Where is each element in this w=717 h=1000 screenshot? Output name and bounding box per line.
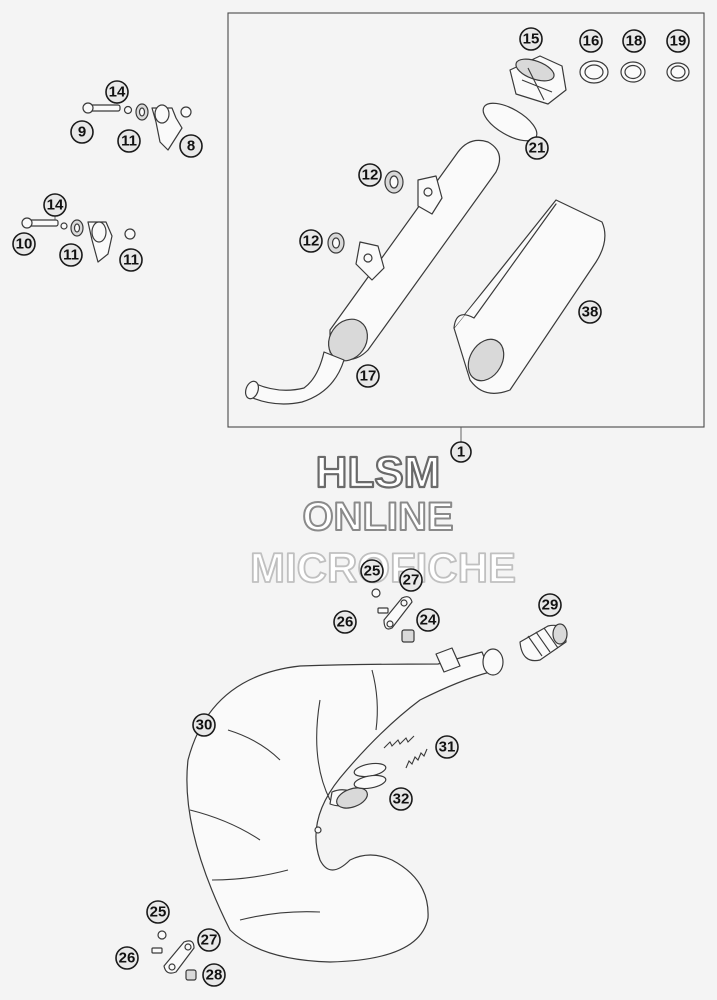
svg-text:25: 25	[150, 904, 167, 921]
bracket-group-lower	[21, 214, 136, 263]
silencer-assembly-frame	[227, 12, 705, 428]
svg-text:38: 38	[582, 304, 599, 321]
callout-31: 31	[435, 735, 459, 759]
svg-text:1: 1	[457, 444, 465, 461]
flange-holder-upper	[371, 588, 415, 643]
svg-text:11: 11	[121, 133, 137, 150]
svg-text:26: 26	[337, 614, 354, 631]
callout-26-upper: 26	[333, 610, 357, 634]
callout-1: 1	[450, 441, 472, 463]
svg-text:16: 16	[583, 33, 600, 50]
svg-text:9: 9	[78, 124, 86, 141]
callout-12-lower: 12	[299, 229, 323, 253]
callout-17: 17	[356, 364, 380, 388]
svg-text:11: 11	[63, 247, 79, 264]
silencer-end-cap	[509, 55, 567, 105]
callout-11-lower-right: 11	[119, 248, 143, 272]
svg-text:28: 28	[206, 967, 223, 984]
seal-rings	[579, 60, 690, 84]
svg-text:19: 19	[670, 33, 687, 50]
exhaust-pipe	[186, 647, 504, 963]
callout-21: 21	[525, 136, 549, 160]
callout-18: 18	[622, 29, 646, 53]
callout-8: 8	[179, 134, 203, 158]
svg-text:12: 12	[303, 233, 320, 250]
svg-text:14: 14	[109, 84, 126, 101]
silencer-body	[244, 139, 501, 405]
svg-text:31: 31	[439, 739, 456, 756]
callout-28: 28	[202, 963, 226, 987]
callout-30: 30	[192, 713, 216, 737]
svg-text:18: 18	[626, 33, 643, 50]
callout-14-upper: 14	[105, 80, 129, 104]
callout-25-upper: 25	[360, 559, 384, 583]
flange-holder-lower	[151, 930, 197, 981]
svg-text:14: 14	[47, 197, 64, 214]
callout-24: 24	[416, 608, 440, 632]
svg-text:11: 11	[123, 252, 139, 269]
rubber-sleeve	[519, 623, 568, 662]
callout-29: 29	[538, 593, 562, 617]
svg-text:27: 27	[403, 572, 420, 589]
callout-9: 9	[70, 120, 94, 144]
svg-text:12: 12	[362, 167, 379, 184]
pipe-o-rings	[353, 762, 387, 790]
svg-text:24: 24	[420, 612, 437, 629]
callout-15: 15	[519, 27, 543, 51]
callout-14-lower: 14	[43, 193, 67, 217]
svg-text:8: 8	[187, 138, 195, 155]
callout-16: 16	[579, 29, 603, 53]
callout-27-lower: 27	[197, 928, 221, 952]
svg-text:10: 10	[16, 236, 33, 253]
svg-text:30: 30	[196, 717, 213, 734]
callout-27-upper: 27	[399, 568, 423, 592]
bracket-group-upper	[82, 98, 192, 151]
svg-text:32: 32	[393, 791, 410, 808]
callout-38: 38	[578, 300, 602, 324]
callout-32: 32	[389, 787, 413, 811]
callout-19: 19	[666, 29, 690, 53]
svg-text:27: 27	[201, 932, 218, 949]
watermark-line-3: MICROFICHE	[250, 544, 516, 591]
callout-25-lower: 25	[146, 900, 170, 924]
svg-text:25: 25	[364, 563, 381, 580]
svg-text:26: 26	[119, 950, 136, 967]
svg-text:21: 21	[529, 140, 546, 157]
svg-text:15: 15	[523, 31, 540, 48]
exhaust-springs	[383, 735, 428, 769]
watermark: HLSM ONLINE MICROFICHE	[249, 447, 517, 592]
watermark-line-2: ONLINE	[302, 495, 453, 539]
watermark-line-1: HLSM	[316, 448, 441, 497]
callout-10: 10	[12, 232, 36, 256]
svg-text:17: 17	[360, 368, 377, 385]
callout-11-upper: 11	[117, 129, 141, 153]
svg-text:29: 29	[542, 597, 559, 614]
silencer-insulation-wrap	[453, 199, 606, 394]
callout-26-lower: 26	[115, 946, 139, 970]
callout-12-upper: 12	[358, 163, 382, 187]
callout-11-lower-left: 11	[59, 243, 83, 267]
